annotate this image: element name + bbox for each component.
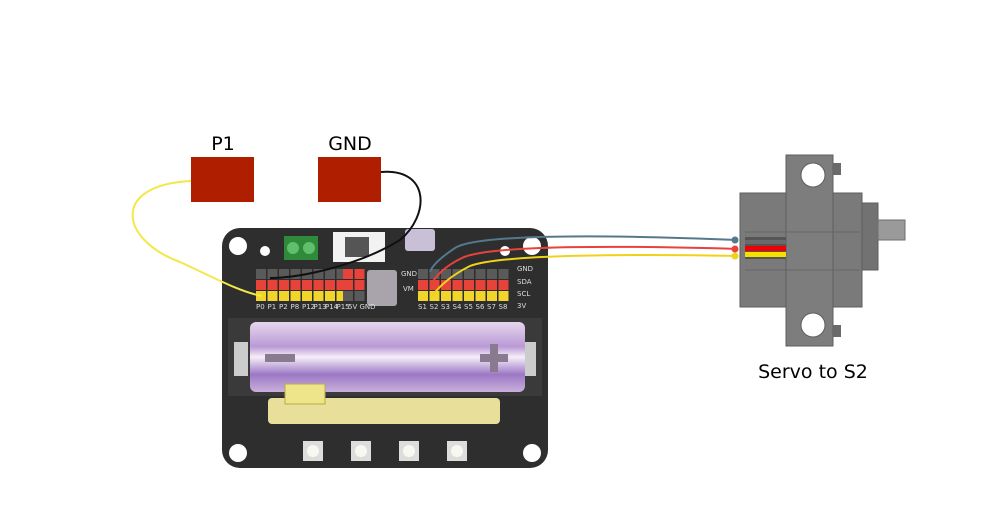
servo-pin-gnd xyxy=(487,269,497,279)
pin-vcc xyxy=(290,280,301,290)
servo-pin-vcc xyxy=(464,280,474,290)
pin-5v xyxy=(343,280,353,290)
microbit-slot xyxy=(268,398,500,424)
pin-gnd xyxy=(290,269,301,279)
pin-signal xyxy=(267,291,278,301)
servo-pin-gnd xyxy=(418,269,428,279)
pin-vcc xyxy=(313,280,324,290)
pin-label: S6 xyxy=(476,303,485,311)
i2c-label-sda: SDA xyxy=(517,278,532,286)
pin-gnd xyxy=(343,291,353,301)
servo-pin-signal xyxy=(498,291,509,301)
pin-gnd xyxy=(336,269,347,279)
power-label-vm: VM xyxy=(403,285,414,293)
pin-label: S2 xyxy=(430,303,439,311)
servo-pin-signal xyxy=(464,291,474,301)
wire-gnd xyxy=(269,170,422,279)
pad-gnd xyxy=(318,157,381,202)
pin-gnd xyxy=(267,269,278,279)
wire-servo-gnd xyxy=(429,235,739,273)
servo-motor xyxy=(731,154,906,347)
servo-pin-vcc xyxy=(441,280,451,290)
pin-gnd xyxy=(279,269,289,279)
battery xyxy=(250,322,525,392)
pin-signal xyxy=(279,291,289,301)
servo-pin-signal xyxy=(452,291,463,301)
servo-pin-vcc xyxy=(429,280,440,290)
servo-pin-vcc xyxy=(452,280,463,290)
servo-pin-gnd xyxy=(429,269,440,279)
pin-label: P13 xyxy=(314,303,327,311)
servo-pin-vcc xyxy=(498,280,509,290)
pin-signal xyxy=(290,291,301,301)
pin-vcc xyxy=(325,280,335,290)
pin-vcc xyxy=(336,280,347,290)
pin-5v xyxy=(354,269,365,279)
pin-gnd xyxy=(313,269,324,279)
pin-gnd xyxy=(354,291,365,301)
chip xyxy=(367,270,397,306)
servo-pin-gnd xyxy=(441,269,451,279)
power-label-gnd: GND xyxy=(401,270,417,278)
pin-5v xyxy=(354,280,365,290)
pin-label: S4 xyxy=(453,303,462,311)
pin-5v xyxy=(343,269,353,279)
wire-p1 xyxy=(131,180,263,297)
pin-signal xyxy=(325,291,335,301)
usb-port xyxy=(405,229,435,251)
pin-signal xyxy=(336,291,347,301)
servo-pin-gnd xyxy=(475,269,486,279)
pin-label: S1 xyxy=(418,303,427,311)
pin-vcc xyxy=(256,280,266,290)
pin-label: P2 xyxy=(279,303,288,311)
servo-pin-signal xyxy=(429,291,440,301)
i2c-label-scl: SCL xyxy=(517,290,530,298)
buttons xyxy=(303,441,467,461)
servo-pin-signal xyxy=(418,291,428,301)
pin-signal xyxy=(302,291,312,301)
minus-sign-icon xyxy=(265,354,295,362)
pin-label: P0 xyxy=(256,303,265,311)
pin-label: GND xyxy=(360,303,376,311)
pad-p1-label: P1 xyxy=(211,133,235,155)
pin-label: S3 xyxy=(441,303,450,311)
pin-label: 5V xyxy=(348,303,357,311)
servo-pin-signal xyxy=(487,291,497,301)
servo-label: Servo to S2 xyxy=(758,361,868,383)
pin-label: S5 xyxy=(464,303,473,311)
wire-servo-vcc xyxy=(431,245,739,284)
pin-vcc xyxy=(267,280,278,290)
servo-pin-vcc xyxy=(487,280,497,290)
pin-label: S7 xyxy=(487,303,496,311)
pin-label: P14 xyxy=(325,303,339,311)
pin-gnd xyxy=(325,269,335,279)
pin-label: P8 xyxy=(291,303,300,311)
servo-pin-signal xyxy=(441,291,451,301)
pin-label: S8 xyxy=(499,303,508,311)
plus-sign-icon xyxy=(480,344,508,372)
servo-pin-signal xyxy=(475,291,486,301)
pad-p1 xyxy=(191,157,254,202)
pin-gnd xyxy=(256,269,266,279)
wire-servo-signal xyxy=(431,254,739,297)
pin-signal xyxy=(313,291,324,301)
pin-label: P1 xyxy=(268,303,277,311)
pin-label: P12 xyxy=(302,303,315,311)
servo-pin-vcc xyxy=(475,280,486,290)
pin-vcc xyxy=(279,280,289,290)
servo-pin-vcc xyxy=(418,280,428,290)
pin-label: P15 xyxy=(337,303,350,311)
i2c-label-gnd: GND xyxy=(517,265,533,273)
servo-pin-gnd xyxy=(464,269,474,279)
pin-vcc xyxy=(302,280,312,290)
servo-pin-gnd xyxy=(498,269,509,279)
pad-gnd-label: GND xyxy=(328,133,372,155)
i2c-label-3v: 3V xyxy=(517,302,526,310)
